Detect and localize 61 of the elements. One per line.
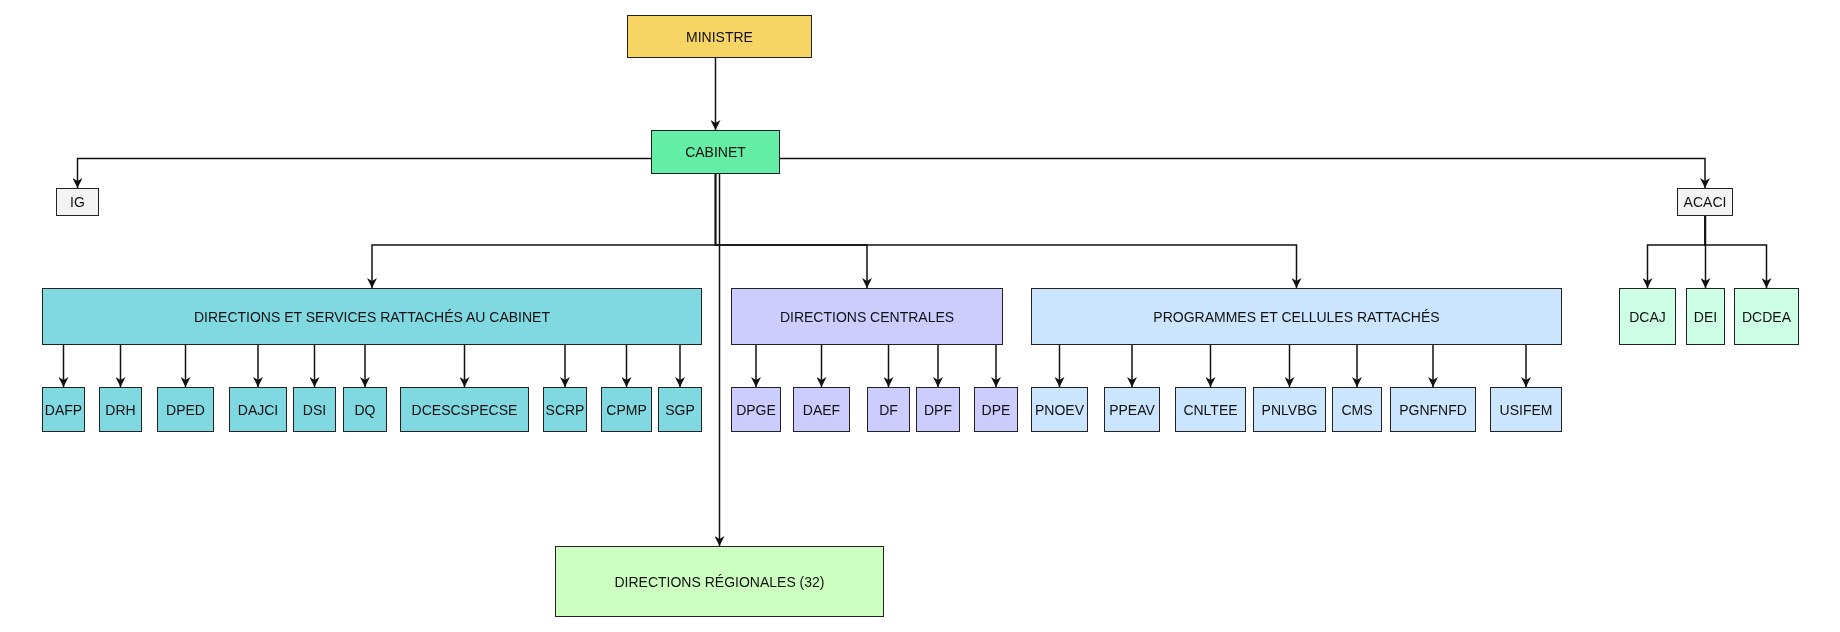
connector-arrow — [253, 344, 263, 388]
org-unit-box: SCRP — [543, 387, 587, 432]
org-unit-box: DCDEA — [1734, 288, 1799, 345]
org-unit-box: DAJCI — [229, 387, 287, 432]
connector-arrow — [58, 344, 69, 388]
org-unit-box: DIRECTIONS RÉGIONALES (32) — [555, 546, 884, 617]
org-unit-box: CABINET — [651, 130, 780, 174]
org-unit-box: DEI — [1686, 288, 1725, 345]
org-unit-box: DF — [867, 387, 910, 432]
org-unit-box: ACACI — [1677, 188, 1733, 216]
connector-arrow — [1054, 344, 1065, 388]
org-unit-box: DAFP — [42, 387, 85, 432]
org-unit-box: DCESCSPECSE — [400, 387, 529, 432]
connector-arrow — [1205, 344, 1216, 388]
connector-arrow — [1521, 344, 1531, 388]
connector-arrow — [675, 344, 685, 388]
connector-arrow — [1704, 215, 1772, 289]
connector-arrow — [1284, 344, 1295, 388]
connector-arrow — [72, 157, 652, 189]
org-unit-box: PROGRAMMES ET CELLULES RATTACHÉS — [1031, 288, 1562, 345]
org-unit-box: PPEAV — [1104, 387, 1160, 432]
connector-arrow — [714, 173, 1302, 289]
org-unit-box: CNLTEE — [1175, 387, 1246, 432]
connector-arrow — [115, 344, 126, 388]
connector-arrow — [459, 344, 470, 388]
org-unit-box: CMS — [1332, 387, 1382, 432]
org-unit-box: DIRECTIONS ET SERVICES RATTACHÉS AU CABINET — [42, 288, 702, 345]
connector-arrow — [309, 344, 320, 388]
org-unit-box: DPED — [157, 387, 214, 432]
org-unit-box: USIFEM — [1490, 387, 1562, 432]
connector-arrow — [991, 344, 1001, 388]
org-unit-box: DIRECTIONS CENTRALES — [731, 288, 1003, 345]
org-unit-box: DCAJ — [1619, 288, 1676, 345]
connector-arrow — [180, 344, 191, 388]
org-unit-box: DPGE — [731, 387, 781, 432]
connector-arrow — [816, 344, 827, 388]
org-unit-box: DAEF — [793, 387, 850, 432]
connector-arrow — [714, 173, 725, 547]
org-unit-box: MINISTRE — [627, 15, 812, 58]
connector-arrow — [710, 57, 721, 131]
org-unit-box: PNLVBG — [1253, 387, 1326, 432]
connector-arrow — [751, 344, 761, 388]
connector-arrow — [560, 344, 570, 388]
org-unit-box: DRH — [99, 387, 142, 432]
connector-arrow — [621, 344, 632, 388]
org-unit-box: DQ — [343, 387, 387, 432]
connector-arrow — [933, 344, 943, 388]
org-unit-box: CPMP — [601, 387, 652, 432]
connector-arrow — [1127, 344, 1137, 388]
connector-arrow — [779, 157, 1710, 189]
org-unit-box: SGP — [658, 387, 702, 432]
connector-arrow — [1352, 344, 1362, 388]
org-unit-box: PGNFNFD — [1390, 387, 1476, 432]
org-unit-box: PNOEV — [1031, 387, 1088, 432]
org-unit-box: IG — [56, 188, 99, 216]
org-unit-box: DPE — [974, 387, 1018, 432]
org-unit-box: DSI — [293, 387, 336, 432]
org-unit-box: DPF — [916, 387, 960, 432]
connector-arrow — [883, 344, 894, 388]
connector-arrow — [1428, 344, 1438, 388]
connector-arrow — [360, 344, 370, 388]
